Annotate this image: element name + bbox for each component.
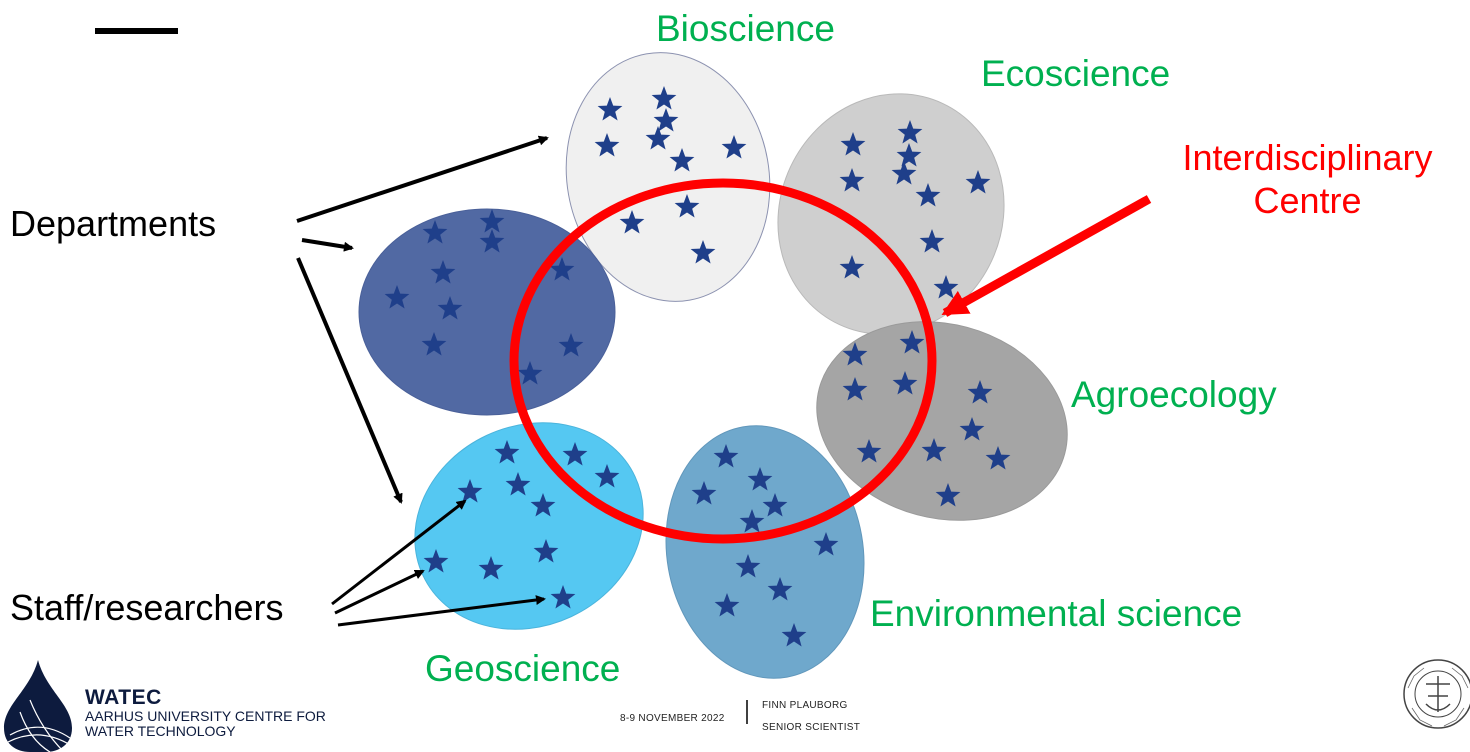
logo-watec-sub1: AARHUS UNIVERSITY CENTRE FOR <box>85 708 326 724</box>
researcher-star-icon <box>517 361 543 385</box>
researcher-star-icon <box>842 377 868 401</box>
label-ecoscience: Ecoscience <box>981 53 1171 94</box>
researcher-star-icon <box>562 442 588 466</box>
researcher-star-icon <box>813 532 839 556</box>
researcher-star-icon <box>437 296 463 320</box>
interdisciplinary-centre-ring <box>509 178 937 544</box>
department-ellipse-agroecology <box>816 321 1068 521</box>
label-environmental-science: Environmental science <box>870 593 1243 634</box>
staff-arrow-2 <box>334 569 425 615</box>
label-centre-line2: Centre <box>1253 180 1362 222</box>
researcher-star-icon <box>921 438 947 462</box>
researcher-star-icon <box>691 481 717 505</box>
researcher-star-icon <box>384 285 410 309</box>
researcher-star-icon <box>959 417 985 441</box>
label-departments: Departments <box>10 203 217 244</box>
logo-watec-name: WATEC <box>85 686 162 709</box>
researcher-star-icon <box>423 549 449 573</box>
department-ellipse-bioscience <box>565 52 771 302</box>
researcher-star-icon <box>915 183 941 207</box>
researcher-star-icon <box>690 240 716 264</box>
researcher-star-icon <box>594 464 620 488</box>
title-bar <box>95 28 178 34</box>
researcher-star-icon <box>478 556 504 580</box>
label-centre-line1: Interdisciplinary <box>1182 137 1433 178</box>
researcher-star-icon <box>935 483 961 507</box>
researcher-star-icon <box>549 257 575 281</box>
researcher-star-icon <box>747 467 773 491</box>
researcher-star-icon <box>967 380 993 404</box>
researcher-star-icon <box>645 126 671 150</box>
researcher-star-icon <box>985 446 1011 470</box>
departments-arrow-geoscience <box>296 257 403 504</box>
researcher-star-icon <box>533 539 559 563</box>
researcher-star-icon <box>422 220 448 244</box>
label-agroecology: Agroecology <box>1071 374 1277 415</box>
label-bioscience: Bioscience <box>656 8 835 49</box>
researcher-star-icon <box>713 444 739 468</box>
researcher-star-icon <box>594 133 620 157</box>
university-seal-logo <box>1403 659 1470 729</box>
label-interdisciplinary-centre: Interdisciplinary Centre <box>1165 136 1450 222</box>
researcher-star-icon <box>430 260 456 284</box>
footer-author-title: SENIOR SCIENTIST <box>762 722 861 733</box>
researcher-star-icon <box>781 623 807 647</box>
label-geoscience: Geoscience <box>425 648 621 689</box>
researcher-star-icon <box>597 97 623 121</box>
researcher-star-icon <box>842 342 868 366</box>
researcher-star-icon <box>762 493 788 517</box>
researcher-star-icon <box>896 143 922 167</box>
researcher-star-icon <box>651 86 677 110</box>
researcher-star-icon <box>714 593 740 617</box>
researcher-star-icon <box>669 148 695 172</box>
researcher-star-icon <box>550 585 576 609</box>
researcher-star-icon <box>721 135 747 159</box>
researcher-star-icon <box>919 229 945 253</box>
researcher-star-icon <box>933 275 959 299</box>
researcher-star-icon <box>421 332 447 356</box>
researcher-star-icon <box>839 255 865 279</box>
researcher-star-icon <box>856 439 882 463</box>
footer-author: FINN PLAUBORG <box>762 700 848 711</box>
researcher-star-icon <box>494 440 520 464</box>
researcher-star-icon <box>899 330 925 354</box>
researcher-stars <box>384 86 1011 647</box>
researcher-star-icon <box>891 161 917 185</box>
researcher-star-icon <box>479 209 505 233</box>
label-staff-researchers: Staff/researchers <box>10 587 284 628</box>
researcher-star-icon <box>530 493 556 517</box>
researcher-star-icon <box>767 577 793 601</box>
researcher-star-icon <box>619 210 645 234</box>
departments-arrow-dark <box>301 238 354 252</box>
watec-drop-logo <box>4 660 73 752</box>
department-ellipse-environmental-science <box>665 425 865 679</box>
researcher-star-icon <box>457 479 483 503</box>
departments-arrow-bioscience <box>296 135 549 223</box>
staff-arrow-3 <box>337 595 546 627</box>
researcher-star-icon <box>840 132 866 156</box>
logo-watec-sub2: WATER TECHNOLOGY <box>85 723 236 739</box>
department-ellipse-ecoscience <box>777 93 1005 335</box>
researcher-star-icon <box>479 229 505 253</box>
researcher-star-icon <box>965 170 991 194</box>
footer-date: 8-9 NOVEMBER 2022 <box>620 713 725 724</box>
researcher-star-icon <box>505 472 531 496</box>
researcher-star-icon <box>839 168 865 192</box>
staff-arrow-1 <box>331 499 467 606</box>
researcher-star-icon <box>558 333 584 357</box>
researcher-star-icon <box>739 509 765 533</box>
researcher-star-icon <box>897 120 923 144</box>
centre-arrow <box>941 195 1152 317</box>
researcher-star-icon <box>735 554 761 578</box>
researcher-star-icon <box>653 108 679 132</box>
researcher-star-icon <box>892 371 918 395</box>
researcher-star-icon <box>674 194 700 218</box>
